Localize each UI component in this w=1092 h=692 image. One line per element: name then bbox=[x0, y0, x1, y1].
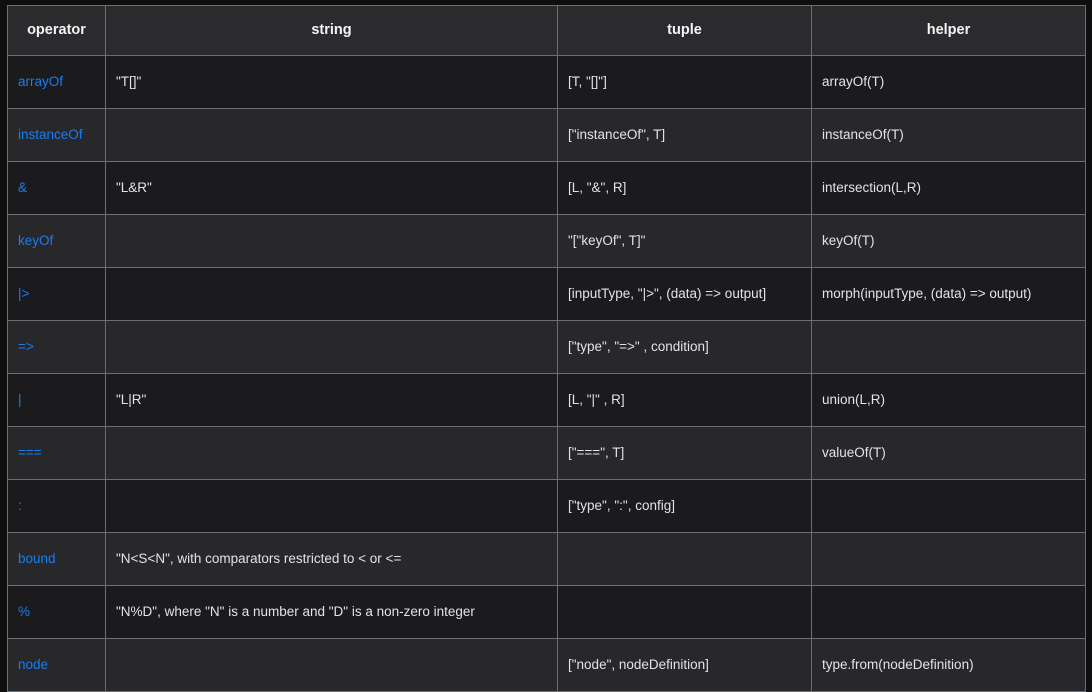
cell-helper: morph(inputType, (data) => output) bbox=[811, 267, 1086, 322]
operator-link[interactable]: node bbox=[18, 657, 49, 673]
cell-string bbox=[105, 320, 558, 375]
operator-link[interactable]: instanceOf bbox=[18, 127, 83, 143]
cell-string bbox=[105, 108, 558, 163]
table-row: arrayOf "T[]"[T, "[]"]arrayOf(T) bbox=[7, 55, 1086, 110]
table-row: node ["node", nodeDefinition]type.from(no… bbox=[7, 638, 1086, 692]
cell-helper bbox=[811, 532, 1086, 587]
cell-tuple: ["===", T] bbox=[557, 426, 812, 481]
cell-tuple: [T, "[]"] bbox=[557, 55, 812, 110]
cell-helper: instanceOf(T) bbox=[811, 108, 1086, 163]
operator-link[interactable]: | bbox=[18, 392, 22, 408]
cell-tuple: [inputType, "|>", (data) => output] bbox=[557, 267, 812, 322]
table-row: | "L|R"[L, "|" , R]union(L,R) bbox=[7, 373, 1086, 428]
table-row: % "N%D", where "N" is a number and "D" is… bbox=[7, 585, 1086, 640]
cell-operator[interactable]: => bbox=[7, 320, 106, 375]
operator-link[interactable]: |> bbox=[18, 286, 30, 302]
table-row: & "L&R"[L, "&", R]intersection(L,R) bbox=[7, 161, 1086, 216]
cell-string: "L&R" bbox=[105, 161, 558, 216]
table-row: bound "N<S<N", with comparators restricte… bbox=[7, 532, 1086, 587]
cell-tuple: [L, "&", R] bbox=[557, 161, 812, 216]
table-header: operator string tuple helper bbox=[7, 4, 1086, 57]
table-row: keyOf "["keyOf", T]"keyOf(T) bbox=[7, 214, 1086, 269]
cell-operator[interactable]: node bbox=[7, 638, 106, 692]
cell-operator[interactable]: % bbox=[7, 585, 106, 640]
cell-string: "L|R" bbox=[105, 373, 558, 428]
cell-tuple bbox=[557, 585, 812, 640]
table-header-row: operator string tuple helper bbox=[7, 4, 1086, 57]
cell-helper: arrayOf(T) bbox=[811, 55, 1086, 110]
column-header-helper: helper bbox=[811, 4, 1086, 57]
cell-string: "T[]" bbox=[105, 55, 558, 110]
cell-string: "N<S<N", with comparators restricted to … bbox=[105, 532, 558, 587]
cell-string bbox=[105, 638, 558, 692]
cell-tuple: ["instanceOf", T] bbox=[557, 108, 812, 163]
operator-link[interactable]: : bbox=[18, 498, 22, 514]
cell-helper: valueOf(T) bbox=[811, 426, 1086, 481]
cell-string bbox=[105, 479, 558, 534]
cell-operator[interactable]: : bbox=[7, 479, 106, 534]
operator-link[interactable]: === bbox=[18, 445, 42, 461]
cell-helper: intersection(L,R) bbox=[811, 161, 1086, 216]
page-root: operator string tuple helper arrayOf "T[]… bbox=[7, 4, 1086, 692]
cell-helper: type.from(nodeDefinition) bbox=[811, 638, 1086, 692]
cell-tuple: "["keyOf", T]" bbox=[557, 214, 812, 269]
operator-link[interactable]: keyOf bbox=[18, 233, 54, 249]
cell-tuple bbox=[557, 532, 812, 587]
operator-link[interactable]: arrayOf bbox=[18, 74, 64, 90]
cell-helper bbox=[811, 479, 1086, 534]
cell-string bbox=[105, 267, 558, 322]
column-header-operator: operator bbox=[7, 4, 106, 57]
cell-tuple: ["type", ":", config] bbox=[557, 479, 812, 534]
column-header-string: string bbox=[105, 4, 558, 57]
table-row: : ["type", ":", config] bbox=[7, 479, 1086, 534]
cell-helper: union(L,R) bbox=[811, 373, 1086, 428]
cell-tuple: ["type", "=>" , condition] bbox=[557, 320, 812, 375]
cell-helper bbox=[811, 585, 1086, 640]
operator-link[interactable]: & bbox=[18, 180, 28, 196]
table-row: === ["===", T]valueOf(T) bbox=[7, 426, 1086, 481]
cell-operator[interactable]: keyOf bbox=[7, 214, 106, 269]
cell-operator[interactable]: arrayOf bbox=[7, 55, 106, 110]
cell-operator[interactable]: instanceOf bbox=[7, 108, 106, 163]
operator-reference-table: operator string tuple helper arrayOf "T[]… bbox=[7, 4, 1086, 692]
cell-tuple: [L, "|" , R] bbox=[557, 373, 812, 428]
table-row: instanceOf ["instanceOf", T]instanceOf(T) bbox=[7, 108, 1086, 163]
table-body: arrayOf"T[]"[T, "[]"]arrayOf(T)instanceO… bbox=[7, 55, 1086, 692]
cell-string bbox=[105, 214, 558, 269]
cell-tuple: ["node", nodeDefinition] bbox=[557, 638, 812, 692]
cell-operator[interactable]: bound bbox=[7, 532, 106, 587]
cell-string bbox=[105, 426, 558, 481]
operator-link[interactable]: bound bbox=[18, 551, 56, 567]
cell-operator[interactable]: === bbox=[7, 426, 106, 481]
cell-helper bbox=[811, 320, 1086, 375]
cell-operator[interactable]: |> bbox=[7, 267, 106, 322]
cell-operator[interactable]: & bbox=[7, 161, 106, 216]
cell-operator[interactable]: | bbox=[7, 373, 106, 428]
table-row: |> [inputType, "|>", (data) => output]mor… bbox=[7, 267, 1086, 322]
cell-string: "N%D", where "N" is a number and "D" is … bbox=[105, 585, 558, 640]
operator-link[interactable]: => bbox=[18, 339, 34, 355]
column-header-tuple: tuple bbox=[557, 4, 812, 57]
cell-helper: keyOf(T) bbox=[811, 214, 1086, 269]
operator-link[interactable]: % bbox=[18, 604, 31, 620]
table-row: => ["type", "=>" , condition] bbox=[7, 320, 1086, 375]
